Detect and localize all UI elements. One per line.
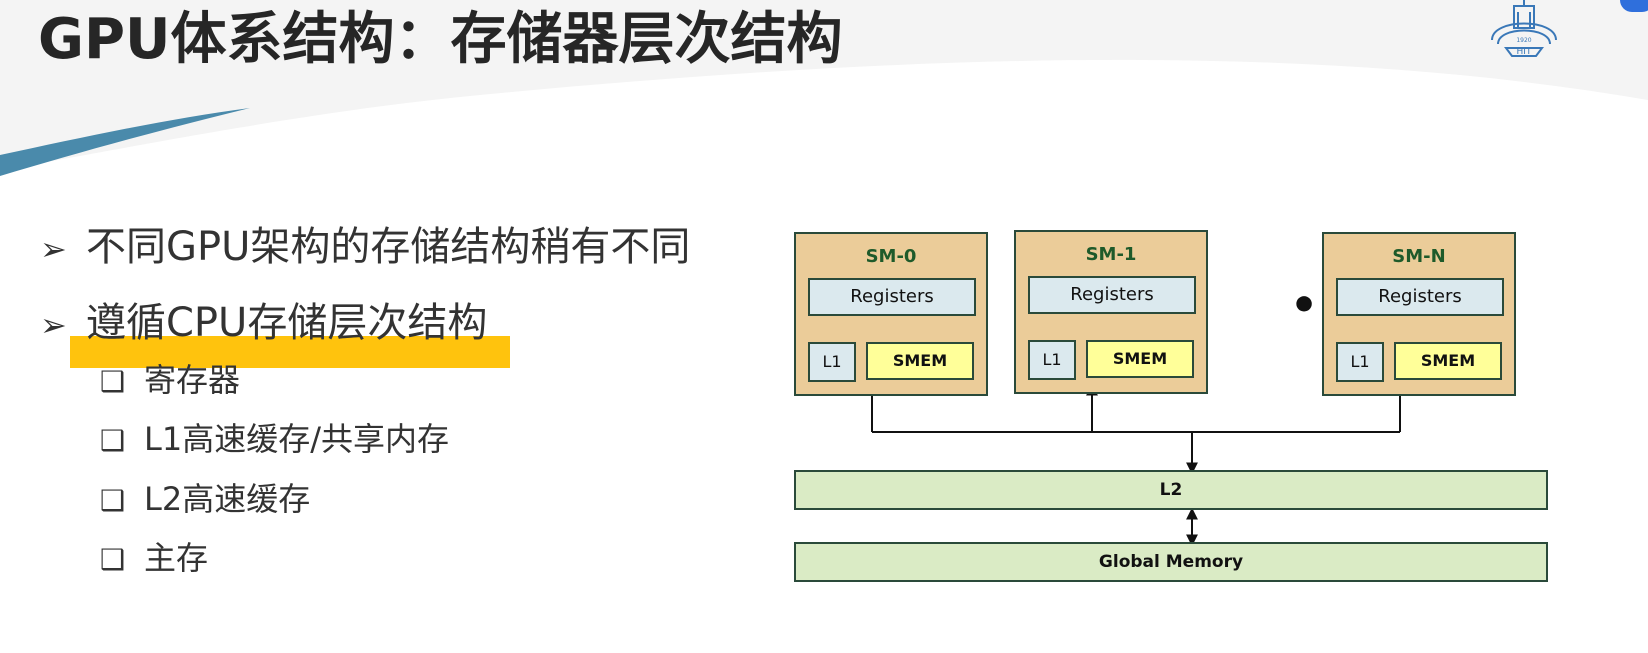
header-band <box>0 0 1648 170</box>
highlight-marker <box>70 336 510 368</box>
square-bullet-icon: ❑ <box>100 424 126 457</box>
shared-memory-box: SMEM <box>1394 342 1502 380</box>
l1-cache-box: L1 <box>1336 342 1384 382</box>
registers-box: Registers <box>1336 278 1504 316</box>
l1-cache-box: L1 <box>808 342 856 382</box>
sub-bullet-text: L1高速缓存/共享内存 <box>144 420 449 458</box>
bullet-text: 不同GPU架构的存储结构稍有不同 <box>86 224 691 270</box>
university-logo-icon: 1920 HIT <box>1491 0 1557 57</box>
memory-hierarchy-diagram: SM-0 Registers L1 SMEM SM-1 Registers L1… <box>794 230 1590 616</box>
registers-box: Registers <box>1028 276 1196 314</box>
arrow-bullet-icon: ➢ <box>40 230 67 268</box>
bullet-item: ➢ 不同GPU架构的存储结构稍有不同 <box>40 214 690 272</box>
square-bullet-icon: ❑ <box>100 365 126 398</box>
sub-bullet-item: ❑ 主存 <box>100 533 208 579</box>
global-memory-box: Global Memory <box>794 542 1548 582</box>
sm-block: SM-N Registers L1 SMEM <box>1322 232 1516 396</box>
square-bullet-icon: ❑ <box>100 484 126 517</box>
shared-memory-box: SMEM <box>1086 340 1194 378</box>
slide-title: GPU体系结构：存储器层次结构 <box>38 7 843 72</box>
corner-badge-icon[interactable] <box>1620 0 1648 12</box>
square-bullet-icon: ❑ <box>100 543 126 576</box>
sub-bullet-text: 主存 <box>144 539 209 577</box>
sm-title: SM-N <box>1392 246 1446 267</box>
logo-text: HIT <box>1517 47 1532 57</box>
shared-memory-box: SMEM <box>866 342 974 380</box>
sub-bullet-item: ❑ L1高速缓存/共享内存 <box>100 414 449 460</box>
sm-title: SM-0 <box>865 246 917 267</box>
bullet-text: 遵循CPU存储层次结构 <box>86 300 488 346</box>
sub-bullet-text: 寄存器 <box>144 361 241 399</box>
sm-title: SM-1 <box>1085 244 1137 265</box>
sm-block: SM-0 Registers L1 SMEM <box>794 232 988 396</box>
sm-block: SM-1 Registers L1 SMEM <box>1014 230 1208 394</box>
bullet-item: ➢ 遵循CPU存储层次结构 <box>40 290 487 348</box>
registers-box: Registers <box>808 278 976 316</box>
l1-cache-box: L1 <box>1028 340 1076 380</box>
l2-cache-box: L2 <box>794 470 1548 510</box>
sub-bullet-text: L2高速缓存 <box>144 480 311 518</box>
logo-year-text: 1920 <box>1516 37 1531 44</box>
sub-bullet-item: ❑ 寄存器 <box>100 355 240 401</box>
arrow-bullet-icon: ➢ <box>40 306 67 344</box>
sub-bullet-item: ❑ L2高速缓存 <box>100 474 310 520</box>
